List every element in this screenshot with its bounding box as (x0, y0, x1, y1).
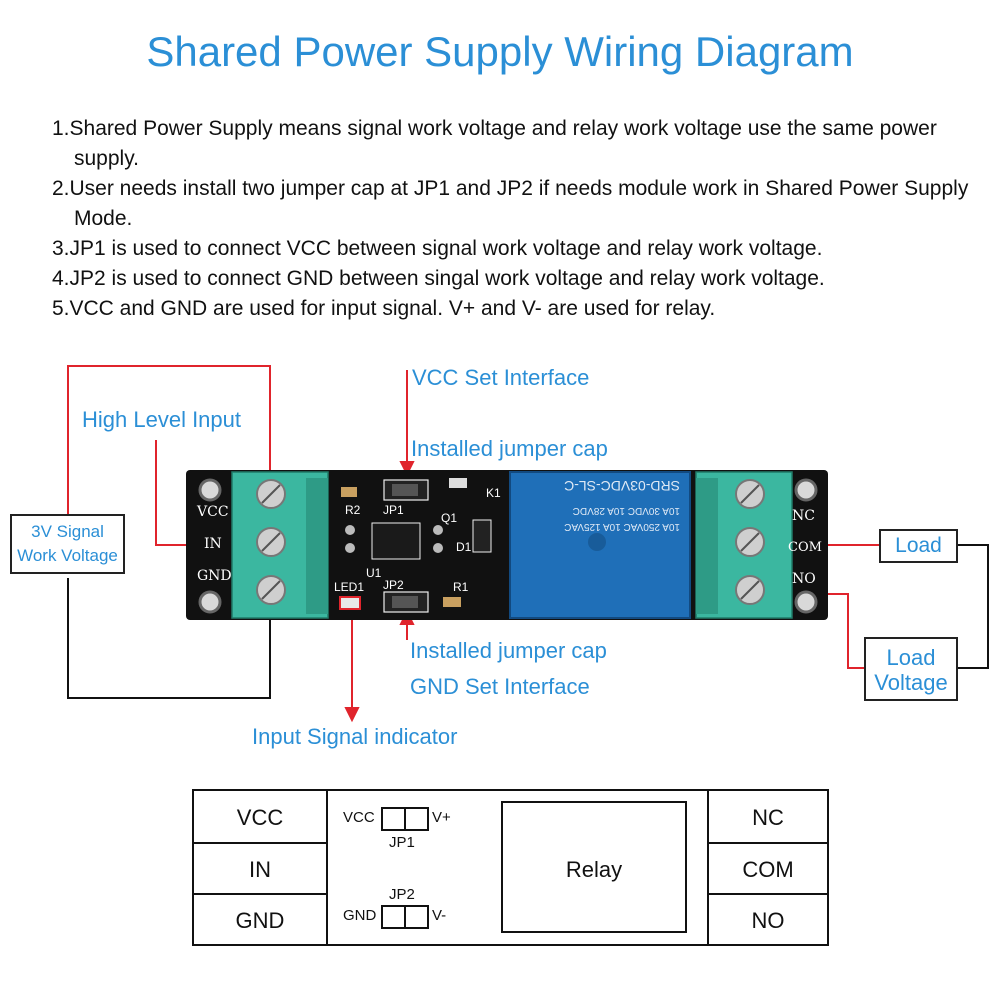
silk-jp1: JP1 (383, 503, 404, 517)
pin-gnd: GND (197, 568, 232, 584)
schematic-no: NO (751, 908, 785, 933)
schematic-relay: Relay (565, 857, 623, 882)
vcc-wire (67, 365, 271, 514)
schematic-jp1-label: JP1 (389, 834, 415, 851)
r2-resistor (341, 487, 357, 497)
high-level-label: High Level Input (82, 407, 241, 432)
notes-list: 1.Shared Power Supply means signal work … (52, 114, 972, 324)
input-indicator-label: Input Signal indicator (252, 724, 458, 749)
page-title: Shared Power Supply Wiring Diagram (146, 28, 854, 75)
schematic-jp1-vplus: V+ (432, 809, 451, 826)
note-1: 1.Shared Power Supply means signal work … (52, 117, 937, 170)
schematic-jp2-vminus: V- (432, 907, 447, 924)
vcc-set-label: VCC Set Interface (412, 365, 590, 390)
schematic-com: COM (742, 857, 794, 882)
black-wires (67, 544, 989, 699)
jp2-jumper (392, 596, 418, 608)
vcc-arrow (399, 461, 415, 477)
load-box: Load (879, 529, 958, 563)
load-voltage-line-2: Voltage (874, 670, 948, 695)
relay-symbol (501, 801, 687, 933)
silk-u1: U1 (366, 566, 382, 580)
red-wires (67, 365, 880, 723)
silk-k1: K1 (486, 486, 501, 500)
mount-hole (198, 590, 222, 614)
schematic-vcc: VCC (236, 805, 284, 830)
signal-voltage-box: 3V Signal Work Voltage (10, 514, 125, 574)
pin-no: NO (792, 571, 816, 587)
silk-jp2: JP2 (383, 578, 404, 592)
led1 (339, 596, 361, 610)
jp1-jumper (392, 484, 418, 496)
silk-q1: Q1 (441, 511, 458, 525)
mount-hole (794, 590, 818, 614)
note-2: 2.User needs install two jumper cap at J… (52, 177, 969, 230)
signal-voltage-line-1: 3V Signal (31, 522, 104, 541)
silk-led1: LED1 (334, 580, 365, 594)
note-3: 3.JP1 is used to connect VCC between sig… (52, 237, 823, 260)
pin-com: COM (788, 540, 822, 555)
transistor-q1 (449, 478, 467, 488)
gnd-set-label: GND Set Interface (410, 674, 590, 699)
indicator-arrow (344, 707, 360, 723)
load-loop-wire (958, 544, 989, 669)
schematic-gnd: GND (235, 908, 285, 933)
pin-vcc: VCC (197, 504, 229, 520)
schematic-nc: NC (752, 805, 784, 830)
relay-spec-2: 10A 30VDC 10A 28VDC (572, 505, 680, 516)
pin-nc: NC (792, 508, 815, 524)
schematic-lines (192, 789, 829, 946)
left-terminal-side (306, 478, 328, 614)
jumper-bottom-label: Installed jumper cap (410, 638, 607, 663)
right-terminal-side (696, 478, 718, 614)
pin-in: IN (204, 536, 222, 552)
schematic-frame (192, 789, 829, 946)
relay-model: SRD-03VDC-SL-C (564, 478, 680, 494)
schematic-jp2-gnd: GND (343, 907, 377, 924)
mount-hole (198, 478, 222, 502)
r1-resistor (443, 597, 461, 607)
diode-d1 (472, 519, 492, 553)
silk-r1: R1 (453, 580, 469, 594)
note-4: 4.JP2 is used to connect GND between sin… (52, 267, 825, 290)
mount-hole (794, 478, 818, 502)
optocoupler-u1 (371, 522, 421, 560)
load-voltage-line-1: Load (886, 645, 936, 670)
jumper-top-label: Installed jumper cap (411, 436, 608, 461)
silk-r2: R2 (345, 503, 361, 517)
silk-d1: D1 (456, 540, 472, 554)
gnd-wire (67, 578, 271, 699)
schematic-in: IN (249, 857, 271, 882)
relay-module-board (186, 470, 828, 620)
note-5: 5.VCC and GND are used for input signal.… (52, 297, 716, 320)
schematic-jp2-label: JP2 (389, 886, 415, 903)
relay-dot (588, 533, 606, 551)
load-voltage-box: Load Voltage (864, 637, 958, 701)
signal-voltage-line-2: Work Voltage (17, 546, 118, 565)
relay-spec-1: 10A 250VAC 10A 125VAC (564, 521, 680, 532)
schematic-jp1-vcc: VCC (343, 809, 375, 826)
